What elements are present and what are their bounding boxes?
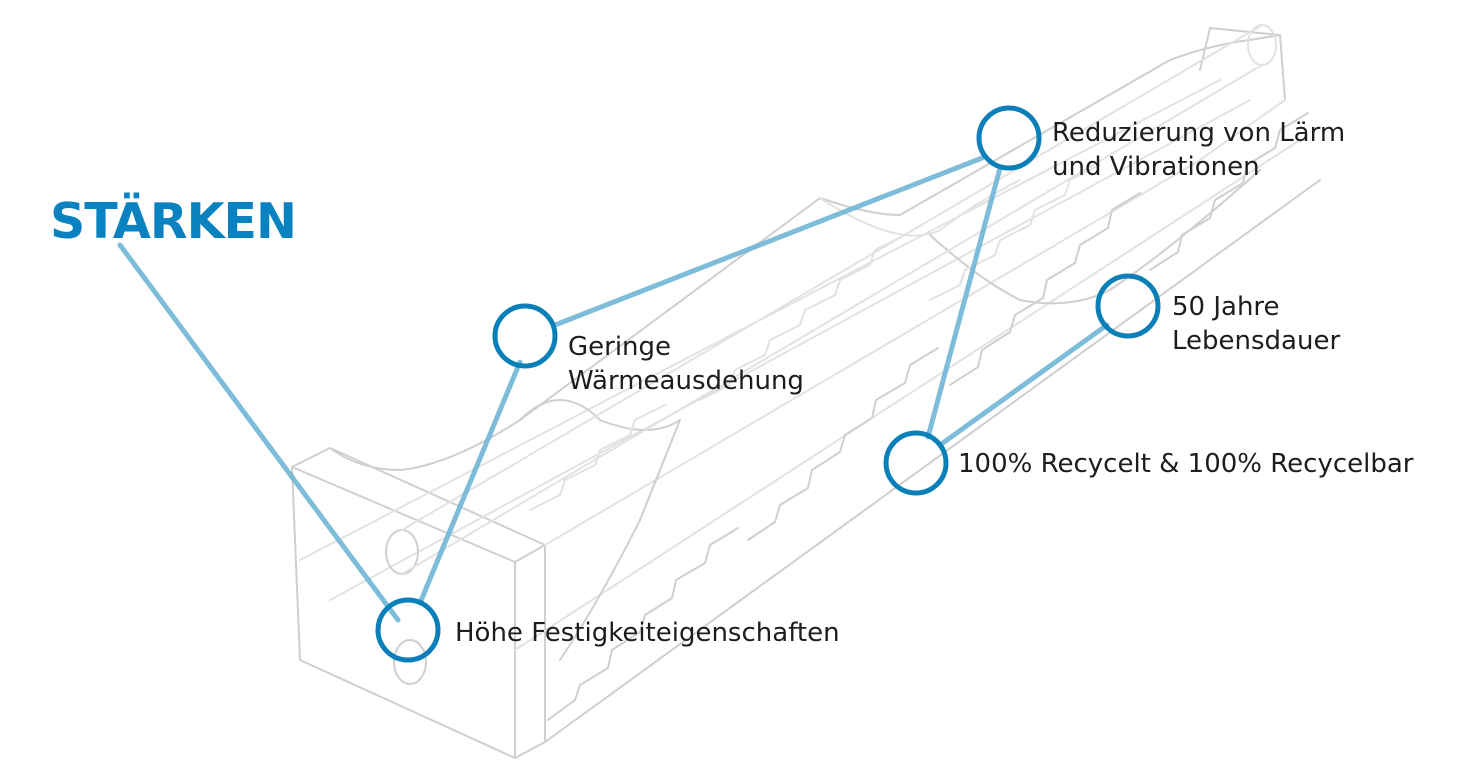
label-waerme: Geringe Wärmeausdehung [568,330,804,398]
page-title: STÄRKEN [50,193,297,250]
label-lebensdauer-line-2: Lebensdauer [1172,326,1341,356]
connector-festigkeit-waerme [417,359,523,606]
marker-festigkeit [375,597,441,663]
label-recycelt: 100% Recycelt & 100% Recycelbar [958,447,1414,481]
connector-laerm-recycelt [925,165,1003,440]
label-lebensdauer-line-1: 50 Jahre [1172,292,1280,322]
label-recycelt-line-1: 100% Recycelt & 100% Recycelbar [958,449,1414,479]
label-lebensdauer: 50 Jahre Lebensdauer [1172,290,1340,358]
marker-lebensdauer [1095,273,1161,339]
marker-laerm [976,105,1042,171]
label-laerm-line-2: und Vibrationen [1052,152,1260,182]
label-waerme-line-1: Geringe [568,332,672,362]
label-laerm-line-1: Reduzierung von Lärm [1052,118,1346,148]
feature-markers [375,105,1161,663]
connector-waerme-laerm [552,155,985,328]
connector-lines [117,155,1110,623]
marker-recycelt [883,430,949,496]
marker-waerme [492,303,558,369]
label-festigkeit-line-1: Höhe Festigkeiteigenschaften [455,618,840,648]
label-waerme-line-2: Wärmeausdehung [568,366,804,396]
connector-title-festigkeit [117,242,401,623]
connector-recycelt-lebensdauer [937,322,1110,448]
label-festigkeit: Höhe Festigkeiteigenschaften [455,616,840,650]
label-laerm: Reduzierung von Lärm und Vibrationen [1052,116,1345,184]
